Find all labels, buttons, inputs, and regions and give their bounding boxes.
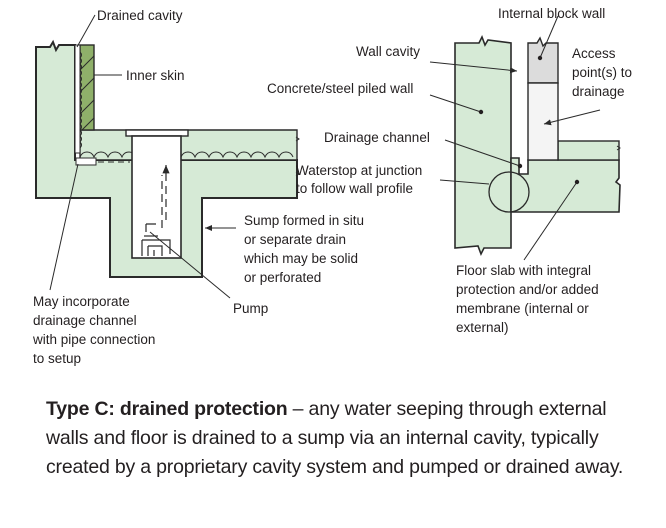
cavity-membrane-floor-right	[180, 151, 294, 159]
label-pump: Pump	[233, 301, 268, 316]
svg-text:point(s) to: point(s) to	[572, 65, 632, 80]
caption-body: – any water seeping through external wal…	[46, 398, 624, 478]
svg-text:to setup: to setup	[33, 351, 81, 366]
sump-lid	[125, 129, 189, 137]
label-internal-block-wall: Internal block wall	[498, 6, 605, 21]
internal-block-wall	[527, 36, 559, 84]
caption-title: Type C: drained protection	[46, 398, 288, 420]
left-leaders	[49, 14, 236, 299]
label-wall-cavity: Wall cavity	[356, 44, 420, 59]
svg-text:Sump formed in situ: Sump formed in situ	[244, 213, 364, 228]
svg-text:membrane (internal or: membrane (internal or	[456, 301, 589, 316]
break-mark	[616, 145, 621, 151]
svg-text:to follow wall profile: to follow wall profile	[296, 181, 413, 196]
svg-text:Access: Access	[572, 46, 616, 61]
drained-cavity-vertical	[74, 44, 81, 154]
leader-dots	[478, 55, 580, 185]
right-section: Internal block wall Wall cavity Access p…	[267, 6, 632, 335]
label-floor-slab: Floor slab with integral protection and/…	[456, 263, 599, 335]
floor-slab	[510, 157, 621, 213]
break-mark	[295, 136, 300, 142]
label-piled-wall: Concrete/steel piled wall	[267, 81, 413, 96]
svg-text:or separate drain: or separate drain	[244, 232, 346, 247]
svg-text:with pipe connection: with pipe connection	[32, 332, 155, 347]
svg-text:drainage: drainage	[572, 84, 625, 99]
svg-text:which may be solid: which may be solid	[243, 251, 358, 266]
label-sump: Sump formed in situ or separate drain wh…	[243, 213, 364, 285]
inner-skin-hatch	[79, 55, 95, 131]
svg-text:Waterstop at junction: Waterstop at junction	[296, 163, 422, 178]
pump-discharge-pipe	[161, 165, 170, 228]
type-c-diagram: Drained cavity Inner skin Sump formed in…	[32, 6, 632, 366]
cavity-membrane-studs	[79, 51, 82, 149]
caption: Type C: drained protection – any water s…	[46, 395, 646, 482]
break-mark	[295, 171, 300, 177]
svg-text:May incorporate: May incorporate	[33, 294, 130, 309]
label-inner-skin: Inner skin	[126, 68, 185, 83]
drainage-channel	[75, 157, 97, 166]
label-drainage-channel: Drainage channel	[324, 130, 430, 145]
svg-text:or perforated: or perforated	[244, 270, 321, 285]
left-section: Drained cavity Inner skin Sump formed in…	[32, 8, 364, 366]
label-drainage-channel-option: May incorporate drainage channel with pi…	[32, 294, 155, 366]
right-leaders	[429, 15, 601, 261]
pump-icon	[141, 223, 171, 256]
piled-wall	[454, 35, 512, 256]
waterstop-circle	[488, 171, 530, 213]
label-access-points: Access point(s) to drainage	[572, 46, 632, 99]
label-drained-cavity: Drained cavity	[97, 8, 183, 23]
svg-text:Floor slab with integral: Floor slab with integral	[456, 263, 591, 278]
floor-screed-right	[557, 140, 620, 161]
svg-text:protection and/or added: protection and/or added	[456, 282, 599, 297]
label-waterstop: Waterstop at junction to follow wall pro…	[296, 163, 422, 196]
svg-text:drainage channel: drainage channel	[33, 313, 137, 328]
svg-text:external): external)	[456, 320, 509, 335]
